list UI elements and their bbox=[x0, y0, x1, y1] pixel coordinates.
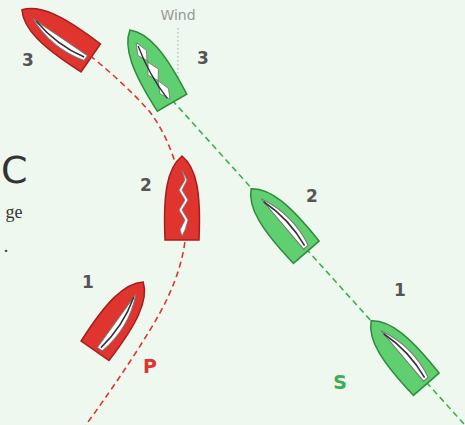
boat-letter: P bbox=[143, 357, 157, 376]
boat-letter: S bbox=[333, 373, 347, 392]
callout-number: 2 bbox=[140, 177, 152, 194]
callout-number: 1 bbox=[82, 274, 94, 291]
starboard-boat bbox=[358, 309, 439, 395]
starboard-track bbox=[172, 100, 464, 424]
port-boat bbox=[12, 0, 101, 72]
wind-line bbox=[178, 28, 179, 78]
callout-number: 3 bbox=[197, 50, 209, 67]
port-boat bbox=[81, 272, 158, 361]
callout-number: 3 bbox=[22, 52, 34, 69]
wind-label: Wind bbox=[160, 8, 195, 22]
starboard-boat bbox=[238, 177, 319, 263]
port-boat bbox=[165, 156, 200, 240]
text-fragment: . bbox=[4, 237, 9, 255]
callout-number: 1 bbox=[394, 282, 406, 299]
heading-fragment: C bbox=[1, 151, 28, 189]
starboard-boat bbox=[115, 21, 187, 111]
text-fragment: ge bbox=[6, 203, 23, 221]
callout-number: 2 bbox=[306, 188, 318, 205]
